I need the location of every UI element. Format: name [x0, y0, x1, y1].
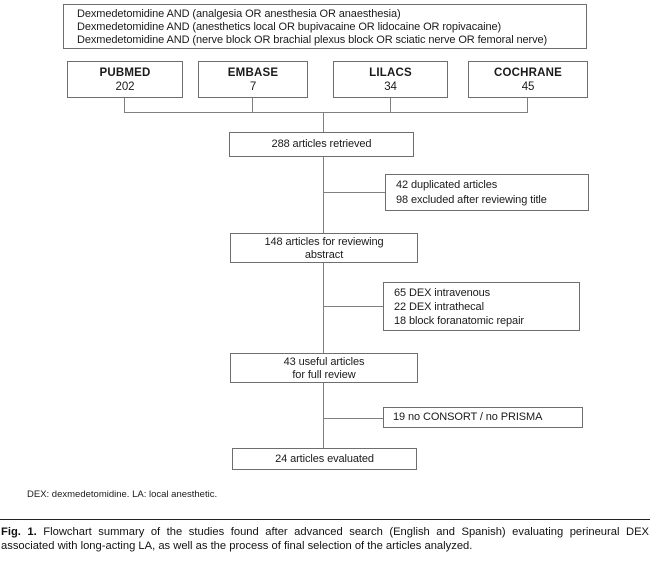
connector-line — [323, 418, 383, 419]
caption-divider — [0, 519, 650, 520]
figure-caption-label: Fig. 1. — [1, 526, 37, 538]
full-review-box: 43 useful articles for full review — [230, 353, 418, 383]
database-count: 7 — [249, 80, 257, 93]
connector-line — [323, 306, 383, 307]
connector-line — [323, 263, 324, 353]
articles-retrieved-box: 288 articles retrieved — [229, 132, 414, 157]
excluded-consort-prisma-box: 19 no CONSORT / no PRISMA — [383, 407, 583, 428]
excluded-line: 98 excluded after reviewing title — [396, 194, 547, 206]
figure-caption-text: Flowchart summary of the studies found a… — [1, 526, 649, 552]
database-name: LILACS — [369, 66, 412, 79]
connector-line — [124, 112, 528, 113]
excluded-line: 22 DEX intrathecal — [394, 301, 484, 313]
search-term-line-1: Dexmedetomidine AND (analgesia OR anesth… — [77, 8, 401, 20]
database-count: 45 — [521, 80, 535, 93]
excluded-categories-box: 65 DEX intravenous 22 DEX intrathecal 18… — [383, 282, 580, 331]
connector-line — [527, 98, 528, 112]
search-terms-box: Dexmedetomidine AND (analgesia OR anesth… — [63, 4, 587, 49]
excluded-duplicates-box: 42 duplicated articles 98 excluded after… — [385, 174, 589, 211]
database-name: PUBMED — [99, 66, 151, 79]
database-box-pubmed: PUBMED 202 — [67, 61, 183, 98]
excluded-line: 65 DEX intravenous — [394, 287, 491, 299]
connector-line — [323, 383, 324, 448]
abbreviations-footnote: DEX: dexmedetomidine. LA: local anesthet… — [27, 489, 218, 500]
connector-line — [124, 98, 125, 112]
connector-line — [323, 157, 324, 233]
abstract-review-line: 148 articles for reviewing — [264, 236, 384, 248]
full-review-line: 43 useful articles — [283, 356, 365, 368]
articles-evaluated-box: 24 articles evaluated — [232, 448, 417, 470]
database-count: 34 — [384, 80, 397, 93]
excluded-line: 18 block foranatomic repair — [394, 315, 524, 327]
search-term-line-2: Dexmedetomidine AND (anesthetics local O… — [77, 21, 502, 33]
database-box-lilacs: LILACS 34 — [333, 61, 448, 98]
connector-line — [323, 112, 324, 132]
database-box-embase: EMBASE 7 — [198, 61, 308, 98]
abstract-review-box: 148 articles for reviewing abstract — [230, 233, 418, 263]
database-name: EMBASE — [227, 66, 279, 79]
database-name: COCHRANE — [493, 66, 563, 79]
database-box-cochrane: COCHRANE 45 — [468, 61, 588, 98]
search-term-line-3: Dexmedetomidine AND (nerve block OR brac… — [77, 34, 548, 46]
connector-line — [252, 98, 253, 112]
full-review-line: for full review — [292, 369, 356, 381]
excluded-line: 42 duplicated articles — [396, 179, 498, 191]
connector-line — [390, 98, 391, 112]
figure-caption: Fig. 1. Flowchart summary of the studies… — [1, 526, 649, 553]
abstract-review-line: abstract — [304, 249, 344, 261]
connector-line — [323, 192, 385, 193]
database-count: 202 — [115, 80, 135, 93]
